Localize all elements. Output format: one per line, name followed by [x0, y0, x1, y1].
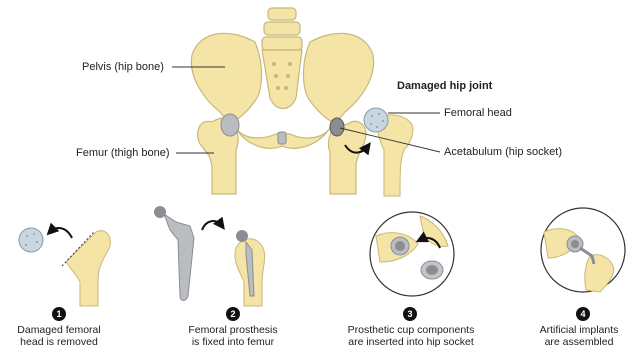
cut-femur [66, 231, 110, 306]
acetabulum-label: Acetabulum (hip socket) [444, 146, 562, 159]
step-4-badge: 4 [576, 307, 590, 321]
left-socket-cartilage [221, 114, 239, 136]
removed-femoral-head [19, 228, 43, 252]
damaged-hip-joint [364, 108, 413, 196]
step-2-caption-line2: is fixed into femur [168, 336, 298, 348]
step-1-caption-line2: head is removed [0, 336, 118, 348]
step-4-illustration [541, 208, 625, 292]
step-3-caption-line1: Prosthetic cup components [328, 324, 494, 336]
step-1-arrow [50, 228, 72, 238]
step-2-caption: Femoral prosthesis is fixed into femur [168, 324, 298, 348]
step-1-caption: Damaged femoral head is removed [0, 324, 118, 348]
step-1-caption-line1: Damaged femoral [0, 324, 118, 336]
step-4-caption-line1: Artificial implants [522, 324, 636, 336]
spine [262, 8, 302, 50]
step-1-badge: 1 [52, 307, 66, 321]
pelvis-illustration [191, 8, 373, 194]
step-2-badge: 2 [226, 307, 240, 321]
step-3-badge: 3 [403, 307, 417, 321]
left-ilium [191, 33, 261, 124]
damaged-femoral-head [364, 108, 388, 132]
damaged-hip-joint-title: Damaged hip joint [397, 80, 492, 93]
step-4-caption: Artificial implants are assembled [522, 324, 636, 348]
femur-label: Femur (thigh bone) [76, 147, 170, 160]
step-4-caption-line2: are assembled [522, 336, 636, 348]
femoral-head-label: Femoral head [444, 107, 512, 120]
femoral-stem-implant [154, 206, 194, 301]
step-1-illustration [19, 228, 110, 306]
step-2-arrow [202, 221, 222, 230]
pubic-symphysis [278, 132, 286, 144]
pelvis-label: Pelvis (hip bone) [82, 61, 164, 74]
step-3-caption: Prosthetic cup components are inserted i… [328, 324, 494, 348]
step-2-caption-line1: Femoral prosthesis [168, 324, 298, 336]
right-ilium [303, 33, 373, 124]
step-3-illustration [370, 212, 454, 296]
step-3-caption-line2: are inserted into hip socket [328, 336, 494, 348]
sacrum [262, 50, 302, 109]
right-acetabulum [330, 118, 344, 136]
step-2-illustration [154, 206, 265, 306]
